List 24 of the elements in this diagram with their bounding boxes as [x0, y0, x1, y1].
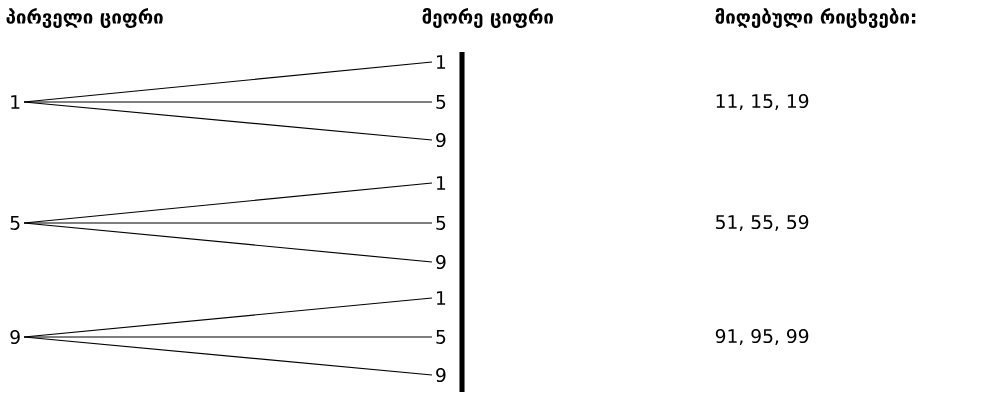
digit: 9	[10, 329, 20, 345]
digit: 1	[437, 55, 446, 69]
result-numbers: 11, 15, 19	[716, 94, 809, 110]
line	[23, 222, 433, 263]
heading: პირველი ციფრი	[6, 8, 163, 28]
digit: 5	[436, 95, 446, 109]
digit: 5	[10, 216, 20, 230]
heading: მეორე ციფრი	[422, 8, 553, 28]
digit: 9	[436, 254, 446, 270]
result-numbers: 91, 95, 99	[715, 329, 809, 345]
line	[23, 222, 433, 224]
digit: 1	[437, 291, 446, 305]
line	[23, 336, 433, 338]
digit: 1	[11, 95, 20, 109]
digit: 5	[436, 330, 446, 344]
line	[23, 101, 433, 103]
heading: მიღებული რიცხვები:	[715, 8, 916, 28]
digit: 9	[436, 132, 446, 148]
line	[23, 336, 433, 376]
result-numbers: 51, 55, 59	[716, 215, 809, 231]
digit: 5	[436, 216, 446, 230]
digit: 9	[436, 367, 446, 383]
line	[23, 101, 433, 141]
digit: 1	[437, 176, 446, 190]
